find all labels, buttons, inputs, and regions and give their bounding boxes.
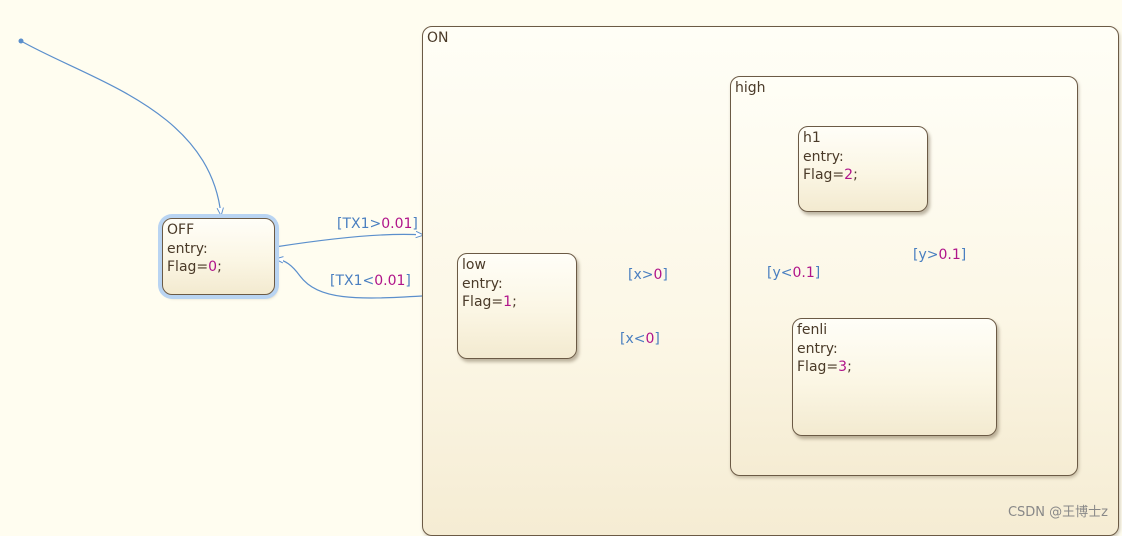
label-off-to-on-prefix: [TX1>: [337, 216, 382, 232]
label-on-to-off-suffix: ]: [405, 273, 411, 289]
label-low-to-high-suffix: ]: [662, 267, 668, 283]
state-low-action: Flag=1;: [462, 293, 517, 312]
label-low-to-high-value: 0: [653, 267, 663, 283]
state-high-label: high: [735, 79, 766, 98]
state-low-flag-value: 1: [503, 294, 513, 310]
state-h1-label: h1 entry: Flag=2;: [803, 129, 858, 185]
label-fenli-to-h1[interactable]: [y<0.1]: [767, 264, 820, 282]
state-low-label: low entry: Flag=1;: [462, 256, 517, 312]
state-fenli-entry: entry:: [797, 340, 838, 357]
label-high-to-low-suffix: ]: [654, 331, 660, 347]
state-off[interactable]: OFF entry: Flag=0;: [162, 218, 275, 295]
state-fenli-name: fenli: [797, 322, 828, 338]
watermark: CSDN @王博士z: [1007, 505, 1108, 520]
state-low-flag-suffix: ;: [512, 294, 517, 310]
state-low-entry: entry:: [462, 275, 503, 292]
label-high-to-low-value: 0: [645, 331, 655, 347]
state-off-flag-suffix: ;: [217, 259, 222, 275]
default-transition-off[interactable]: [20, 40, 221, 215]
label-h1-to-fenli-suffix: ]: [960, 247, 967, 263]
label-high-to-low[interactable]: [x<0]: [620, 330, 660, 348]
state-fenli-flag-prefix: Flag=: [797, 359, 839, 375]
state-h1-name: h1: [803, 130, 821, 146]
state-h1-entry: entry:: [803, 148, 844, 165]
state-low-name: low: [462, 257, 486, 273]
state-off-name: OFF: [167, 222, 195, 238]
state-off-entry: entry:: [167, 240, 208, 257]
label-on-to-off[interactable]: [TX1<0.01]: [330, 272, 411, 290]
label-on-to-off-value: 0.01: [374, 273, 406, 289]
state-high-name: high: [735, 80, 766, 96]
label-fenli-to-h1-prefix: [y<: [767, 265, 793, 281]
state-fenli[interactable]: fenli entry: Flag=3;: [792, 318, 997, 436]
state-h1-action: Flag=2;: [803, 166, 858, 185]
state-off-flag-value: 0: [208, 259, 218, 275]
label-fenli-to-h1-value: 0.1: [792, 265, 815, 281]
state-h1-flag-suffix: ;: [853, 167, 858, 183]
transition-off-to-on[interactable]: [274, 234, 423, 248]
label-low-to-high[interactable]: [x>0]: [628, 266, 668, 284]
state-low-flag-prefix: Flag=: [462, 294, 504, 310]
state-fenli-action: Flag=3;: [797, 358, 852, 377]
label-h1-to-fenli[interactable]: [y>0.1]: [913, 246, 966, 264]
state-off-label: OFF entry: Flag=0;: [167, 221, 222, 277]
transition-on-to-off[interactable]: [276, 259, 423, 299]
state-off-flag-prefix: Flag=: [167, 259, 209, 275]
state-off-action: Flag=0;: [167, 258, 222, 277]
label-off-to-on-suffix: ]: [412, 216, 418, 232]
label-h1-to-fenli-value: 0.1: [938, 247, 961, 263]
state-h1[interactable]: h1 entry: Flag=2;: [798, 126, 928, 212]
label-low-to-high-prefix: [x>: [628, 267, 654, 283]
state-on-label: ON: [427, 29, 449, 48]
state-fenli-flag-suffix: ;: [847, 359, 852, 375]
label-high-to-low-prefix: [x<: [620, 331, 646, 347]
label-fenli-to-h1-suffix: ]: [814, 265, 821, 281]
label-h1-to-fenli-prefix: [y>: [913, 247, 939, 263]
state-fenli-flag-value: 3: [838, 359, 848, 375]
state-h1-flag-value: 2: [844, 167, 854, 183]
state-h1-flag-prefix: Flag=: [803, 167, 845, 183]
state-low[interactable]: low entry: Flag=1;: [457, 253, 577, 359]
label-off-to-on-value: 0.01: [381, 216, 413, 232]
state-on-name: ON: [427, 30, 449, 46]
label-on-to-off-prefix: [TX1<: [330, 273, 375, 289]
state-fenli-label: fenli entry: Flag=3;: [797, 321, 852, 377]
label-off-to-on[interactable]: [TX1>0.01]: [337, 215, 418, 233]
